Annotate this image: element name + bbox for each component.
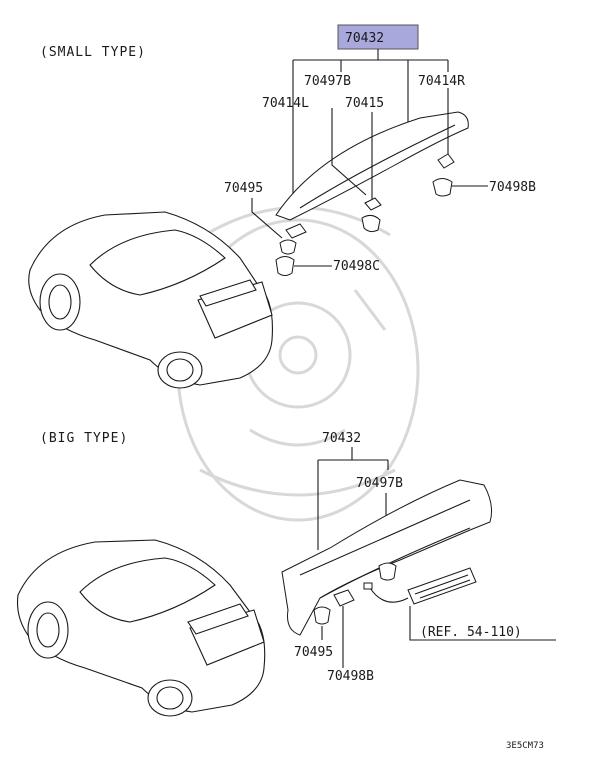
small-label-70498b: 70498B: [489, 180, 536, 195]
big-label-70497b: 70497B: [356, 476, 403, 491]
small-label-70497b: 70497B: [304, 74, 351, 89]
leader-70497b: [331, 108, 367, 196]
leader-70495-small: [251, 198, 283, 239]
diagram-code: 3E5CM73: [506, 741, 544, 751]
small-nut-70498b: [432, 178, 453, 197]
small-nut-70498c: [275, 256, 295, 276]
big-spoiler: [281, 479, 492, 636]
car-illustration-big: [16, 539, 266, 717]
small-label-70414r: 70414R: [418, 74, 465, 89]
small-label-70414l: 70414L: [262, 96, 309, 111]
section-title-small: (SMALL TYPE): [40, 45, 146, 60]
small-leader-bracket: [292, 49, 449, 218]
main-part-highlight: [337, 24, 419, 50]
small-main-label: 70432: [345, 31, 384, 46]
ref-label: (REF. 54-110): [420, 625, 522, 640]
small-clip-70414r: [437, 153, 455, 169]
section-title-big: (BIG TYPE): [40, 431, 128, 446]
car-illustration-small: [28, 211, 273, 389]
big-grommet-70495: [313, 606, 331, 625]
small-spoiler-edge: [299, 124, 456, 209]
small-clip-70414l: [285, 223, 307, 239]
small-clip-70497b: [364, 197, 382, 211]
big-main-label: 70432: [322, 431, 361, 446]
small-fastener-70415: [361, 214, 381, 233]
high-mount-stop-lamp: [363, 567, 477, 605]
small-label-70495: 70495: [224, 181, 263, 196]
leader-ref: [409, 606, 556, 641]
big-leader-bracket: [317, 447, 389, 550]
small-label-70415: 70415: [345, 96, 384, 111]
big-nut-70498b: [333, 589, 355, 607]
small-grommet-70495: [279, 239, 297, 255]
big-label-70498b: 70498B: [327, 669, 374, 684]
small-label-70498c: 70498C: [333, 259, 380, 274]
big-label-70495: 70495: [294, 645, 333, 660]
big-clip-70497b: [378, 562, 397, 581]
